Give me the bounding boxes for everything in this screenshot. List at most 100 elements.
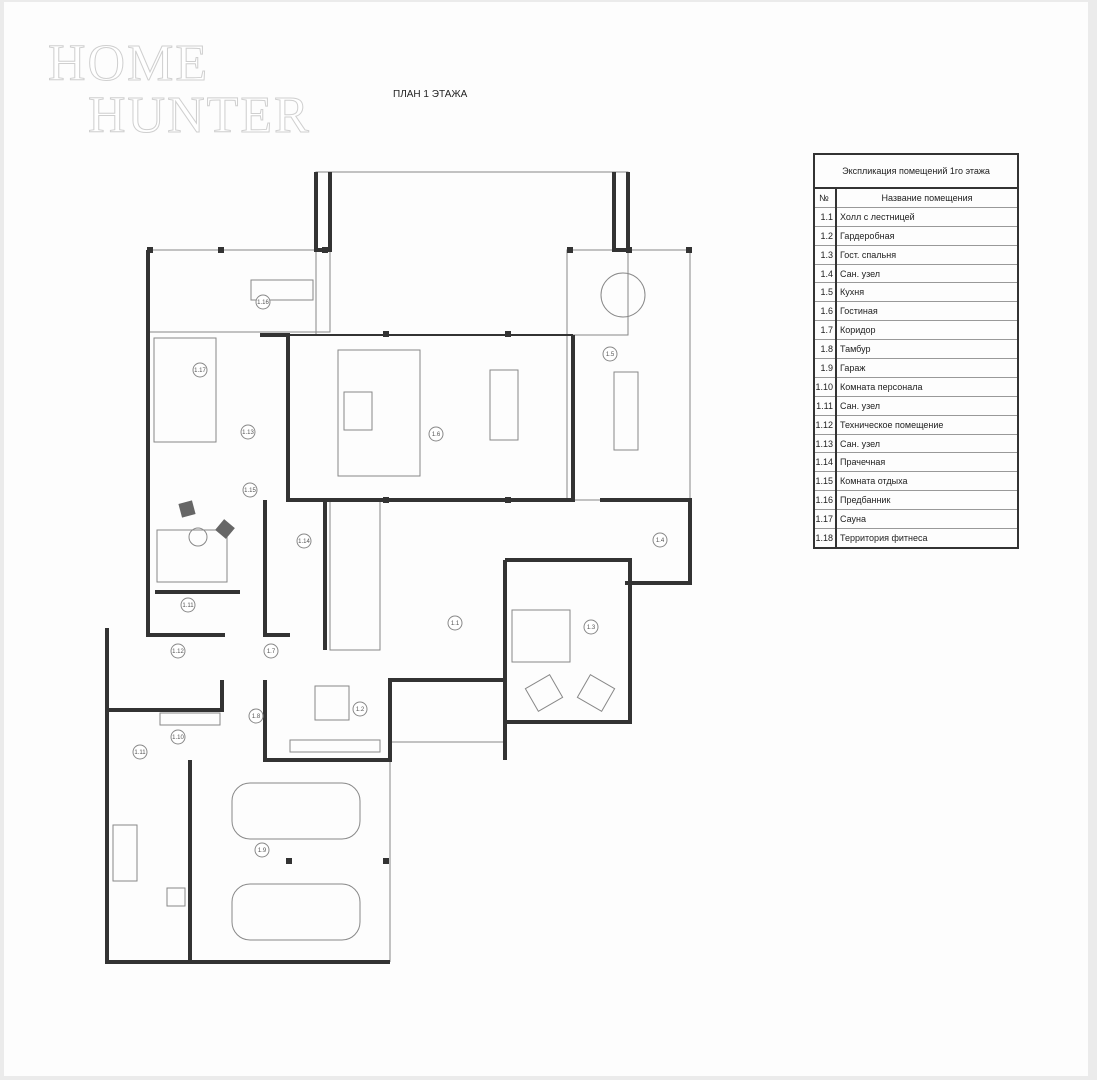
room-marker: 1.10 <box>170 729 186 745</box>
coffee-table <box>343 391 373 431</box>
room-name: Холл с лестницей <box>836 207 1018 227</box>
room-number: 1.15 <box>814 471 837 492</box>
room-marker-label: 1.14 <box>298 539 310 545</box>
room-marker-circle <box>296 533 312 549</box>
room-marker-circle <box>447 615 463 631</box>
room-number: 1.10 <box>814 377 837 397</box>
room-name: Сауна <box>836 509 1018 530</box>
room-marker-circle <box>602 346 618 362</box>
room-marker: 1.11 <box>180 597 196 613</box>
room-marker-label: 1.5 <box>606 352 615 358</box>
room-marker-label: 1.3 <box>587 625 596 631</box>
room-marker-circle <box>352 701 368 717</box>
dining-table <box>489 369 519 441</box>
room-marker-label: 1.17 <box>194 368 206 374</box>
room-marker: 1.11 <box>132 744 148 760</box>
columns <box>147 247 692 864</box>
room-number: 1.9 <box>814 358 837 378</box>
room-name: Прачечная <box>836 452 1018 473</box>
sauna-bench <box>153 337 217 443</box>
room-name: Гостиная <box>836 301 1018 322</box>
room-marker-circle <box>263 643 279 659</box>
room-marker-label: 1.12 <box>172 649 184 655</box>
staff-sofa <box>112 824 138 882</box>
room-number: 1.14 <box>814 452 837 473</box>
home-hunter-logo: HOME HUNTER <box>47 35 311 144</box>
room-marker-circle <box>192 362 208 378</box>
staircase <box>329 499 381 651</box>
room-marker: 1.15 <box>242 482 258 498</box>
room-name: Гост. спальня <box>836 245 1018 265</box>
staff-table <box>166 887 186 907</box>
room-marker: 1.12 <box>170 643 186 659</box>
room-name: Гардеробная <box>836 226 1018 246</box>
room-marker-label: 1.6 <box>432 432 441 438</box>
room-number: 1.1 <box>814 207 837 227</box>
room-marker-label: 1.16 <box>257 300 269 306</box>
room-name: Комната отдыха <box>836 471 1018 492</box>
room-number: 1.8 <box>814 339 837 360</box>
room-number: 1.4 <box>814 264 837 284</box>
car-1 <box>231 782 361 840</box>
room-marker-circle <box>132 744 148 760</box>
room-marker: 1.13 <box>240 424 256 440</box>
room-marker-label: 1.10 <box>172 735 184 741</box>
room-marker-circle <box>248 708 264 724</box>
room-marker-label: 1.9 <box>258 848 267 854</box>
thin-lines <box>112 171 691 962</box>
room-marker-label: 1.11 <box>182 603 194 609</box>
room-marker-label: 1.11 <box>134 750 146 756</box>
shower-grate <box>314 685 350 721</box>
armchair <box>524 674 564 712</box>
room-number: 1.18 <box>814 528 837 549</box>
fitness-equipment <box>178 500 235 539</box>
room-marker: 1.9 <box>254 842 270 858</box>
room-name: Коридор <box>836 320 1018 341</box>
room-number: 1.17 <box>814 509 837 530</box>
room-marker-circle <box>170 729 186 745</box>
room-number: 1.13 <box>814 434 837 454</box>
room-marker: 1.3 <box>583 619 599 635</box>
room-marker: 1.4 <box>652 532 668 548</box>
room-name: Предбанник <box>836 490 1018 511</box>
sofa <box>337 349 421 477</box>
armchair <box>576 674 616 712</box>
legend-col-name: Название помещения <box>836 188 1018 208</box>
room-number: 1.12 <box>814 415 837 435</box>
logo-line-1: HOME <box>47 35 210 92</box>
room-name: Сан. узел <box>836 264 1018 284</box>
room-name: Техническое помещение <box>836 415 1018 435</box>
room-name: Территория фитнеса <box>836 528 1018 549</box>
room-marker-circle <box>254 842 270 858</box>
room-marker: 1.8 <box>248 708 264 724</box>
room-name: Сан. узел <box>836 434 1018 454</box>
car-2 <box>231 883 361 941</box>
logo-line-2: HUNTER <box>88 87 311 144</box>
room-marker-circle <box>240 424 256 440</box>
room-number: 1.16 <box>814 490 837 511</box>
room-marker-circle <box>180 597 196 613</box>
kitchen-island <box>613 371 639 451</box>
room-marker-label: 1.15 <box>244 488 256 494</box>
room-number: 1.3 <box>814 245 837 265</box>
plan-title: ПЛАН 1 ЭТАЖА <box>393 89 468 100</box>
room-number: 1.6 <box>814 301 837 322</box>
legend-title: Экспликация помещений 1го этажа <box>814 154 1018 189</box>
room-number: 1.7 <box>814 320 837 341</box>
